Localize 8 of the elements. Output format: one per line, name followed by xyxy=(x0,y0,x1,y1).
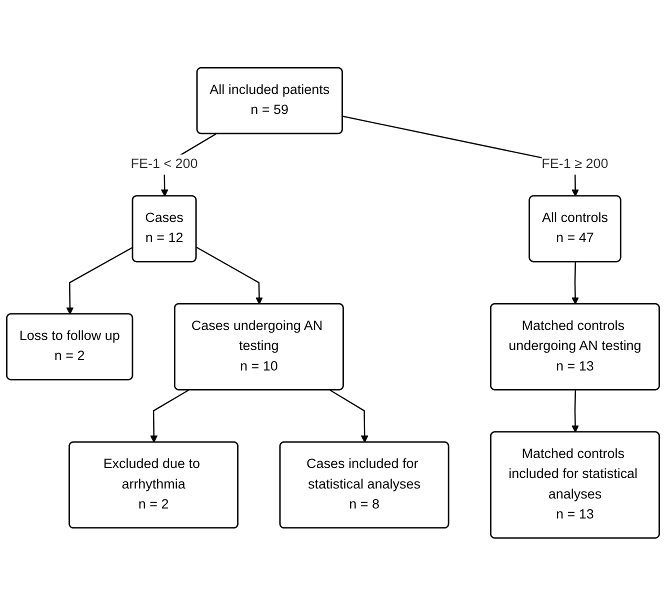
arrow xyxy=(66,246,134,314)
arrow xyxy=(196,246,263,304)
arrow xyxy=(572,262,579,304)
edge-label: FE-1 ≥ 200 xyxy=(542,156,608,172)
arrow xyxy=(572,390,579,432)
arrow xyxy=(150,389,189,442)
arrow xyxy=(330,389,368,442)
edge-label: FE-1 < 200 xyxy=(130,156,198,172)
